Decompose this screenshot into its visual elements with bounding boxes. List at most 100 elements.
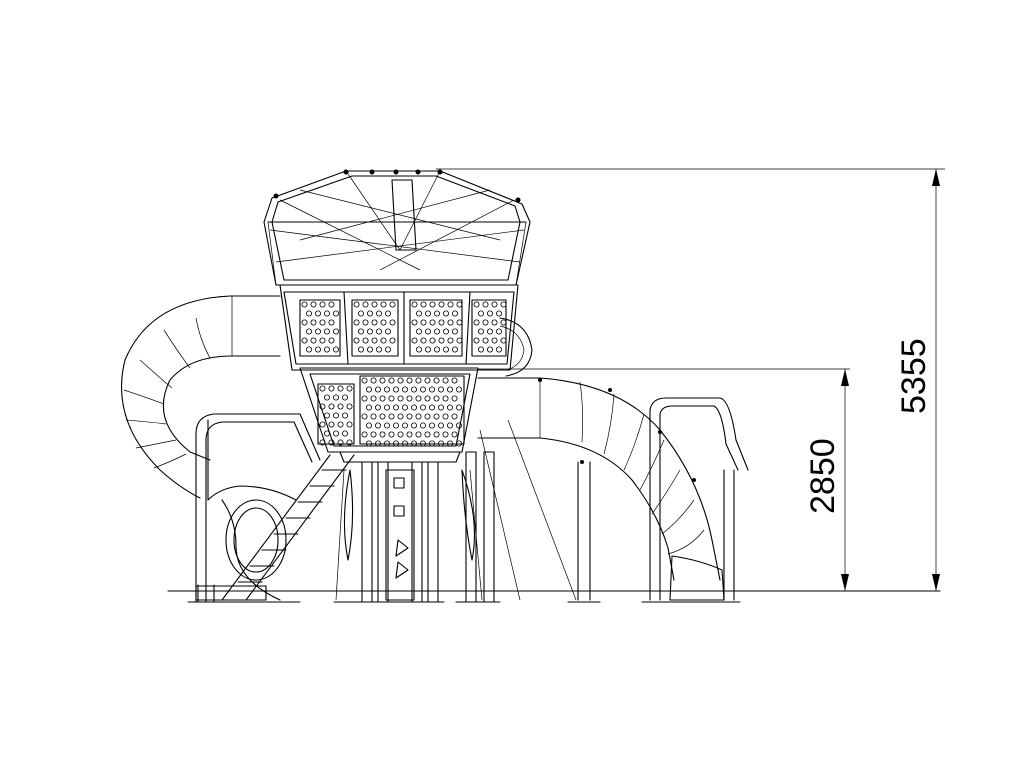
perforation-hole xyxy=(446,440,453,447)
perforation-hole xyxy=(424,413,431,420)
perforation-hole xyxy=(429,319,436,326)
perforation-hole xyxy=(437,404,444,411)
perforation-hole xyxy=(419,386,426,393)
central-posts xyxy=(335,419,577,603)
perforation-hole xyxy=(328,301,335,308)
perforation-hole xyxy=(379,377,386,384)
perforation-hole xyxy=(388,377,395,384)
perforation-hole xyxy=(442,413,449,420)
upper-deck xyxy=(279,284,519,371)
perforation-hole xyxy=(370,377,377,384)
perforation-hole xyxy=(388,431,395,438)
perforation-hole xyxy=(353,319,360,326)
perforation-hole xyxy=(455,404,462,411)
perforation-hole xyxy=(433,328,440,335)
perforation-hole xyxy=(438,337,445,344)
perforation-hole xyxy=(419,422,426,429)
perforation-hole xyxy=(451,413,458,420)
perforation-hole xyxy=(353,337,360,344)
perforation-hole xyxy=(433,395,440,402)
perforation-hole xyxy=(397,413,404,420)
perforation-hole xyxy=(323,412,330,419)
perforation-hole xyxy=(442,431,449,438)
perforation-hole xyxy=(375,328,382,335)
perforation-hole xyxy=(451,395,458,402)
perforation-hole xyxy=(388,413,395,420)
perforation-hole xyxy=(301,337,308,344)
perforation-hole xyxy=(346,385,353,392)
perforation-hole xyxy=(323,430,330,437)
perforation-hole xyxy=(451,431,458,438)
perforation-hole xyxy=(397,377,404,384)
perforation-hole xyxy=(328,439,335,446)
perforation-hole xyxy=(424,377,431,384)
right-slide-entry-ring xyxy=(499,317,533,377)
perforation-hole xyxy=(371,319,378,326)
perforation-hole xyxy=(456,319,463,326)
perforation-hole xyxy=(388,395,395,402)
dimension-total-height: 5355 xyxy=(436,168,945,591)
perforation-hole xyxy=(314,328,321,335)
perforation-hole xyxy=(455,386,462,393)
perforation-hole xyxy=(374,386,381,393)
perforation-hole xyxy=(419,404,426,411)
perforation-hole xyxy=(406,377,413,384)
perforation-hole xyxy=(346,403,353,410)
perforation-hole xyxy=(424,395,431,402)
perforation-hole xyxy=(323,328,330,335)
perforation-hole xyxy=(314,310,321,317)
perforation-hole xyxy=(491,337,498,344)
perforation-hole xyxy=(310,301,317,308)
perforation-hole xyxy=(433,413,440,420)
perforation-hole xyxy=(415,431,422,438)
perforation-hole xyxy=(389,319,396,326)
perforation-hole xyxy=(328,337,335,344)
perforation-hole xyxy=(437,422,444,429)
perforation-hole xyxy=(424,310,431,317)
perforation-hole xyxy=(456,301,463,308)
right-tube-slide xyxy=(477,377,725,601)
perforation-hole xyxy=(429,337,436,344)
perforation-hole xyxy=(383,422,390,429)
perforation-hole xyxy=(380,337,387,344)
perforation-hole xyxy=(451,310,458,317)
perforation-hole xyxy=(473,319,480,326)
perforation-hole xyxy=(365,422,372,429)
perforation-hole xyxy=(365,404,372,411)
perforation-hole xyxy=(420,319,427,326)
perforation-hole xyxy=(456,337,463,344)
perforation-hole xyxy=(420,337,427,344)
perforation-hole xyxy=(438,319,445,326)
perforation-hole xyxy=(411,337,418,344)
perforation-hole xyxy=(406,395,413,402)
perforation-hole xyxy=(415,310,422,317)
perforation-hole xyxy=(362,301,369,308)
perforation-hole xyxy=(491,301,498,308)
perforation-hole xyxy=(310,337,317,344)
perforation-hole xyxy=(380,319,387,326)
lower-tower-perforations xyxy=(319,377,462,447)
perforation-hole xyxy=(301,319,308,326)
perforation-hole xyxy=(433,346,440,353)
perforation-hole xyxy=(473,337,480,344)
perforation-hole xyxy=(392,440,399,447)
perforation-hole xyxy=(401,404,408,411)
perforation-hole xyxy=(495,346,502,353)
lower-tower xyxy=(299,367,479,463)
perforation-hole xyxy=(411,301,418,308)
roof-net-canopy xyxy=(263,169,531,286)
perforation-hole xyxy=(495,310,502,317)
perforation-hole xyxy=(424,328,431,335)
perforation-hole xyxy=(374,440,381,447)
perforation-hole xyxy=(370,395,377,402)
perforation-hole xyxy=(362,319,369,326)
perforation-hole xyxy=(392,386,399,393)
perforation-hole xyxy=(365,440,372,447)
perforation-hole xyxy=(442,395,449,402)
perforation-hole xyxy=(362,337,369,344)
perforation-hole xyxy=(319,337,326,344)
perforation-hole xyxy=(379,431,386,438)
perforation-hole xyxy=(301,301,308,308)
perforation-hole xyxy=(477,346,484,353)
perforation-hole xyxy=(346,421,353,428)
